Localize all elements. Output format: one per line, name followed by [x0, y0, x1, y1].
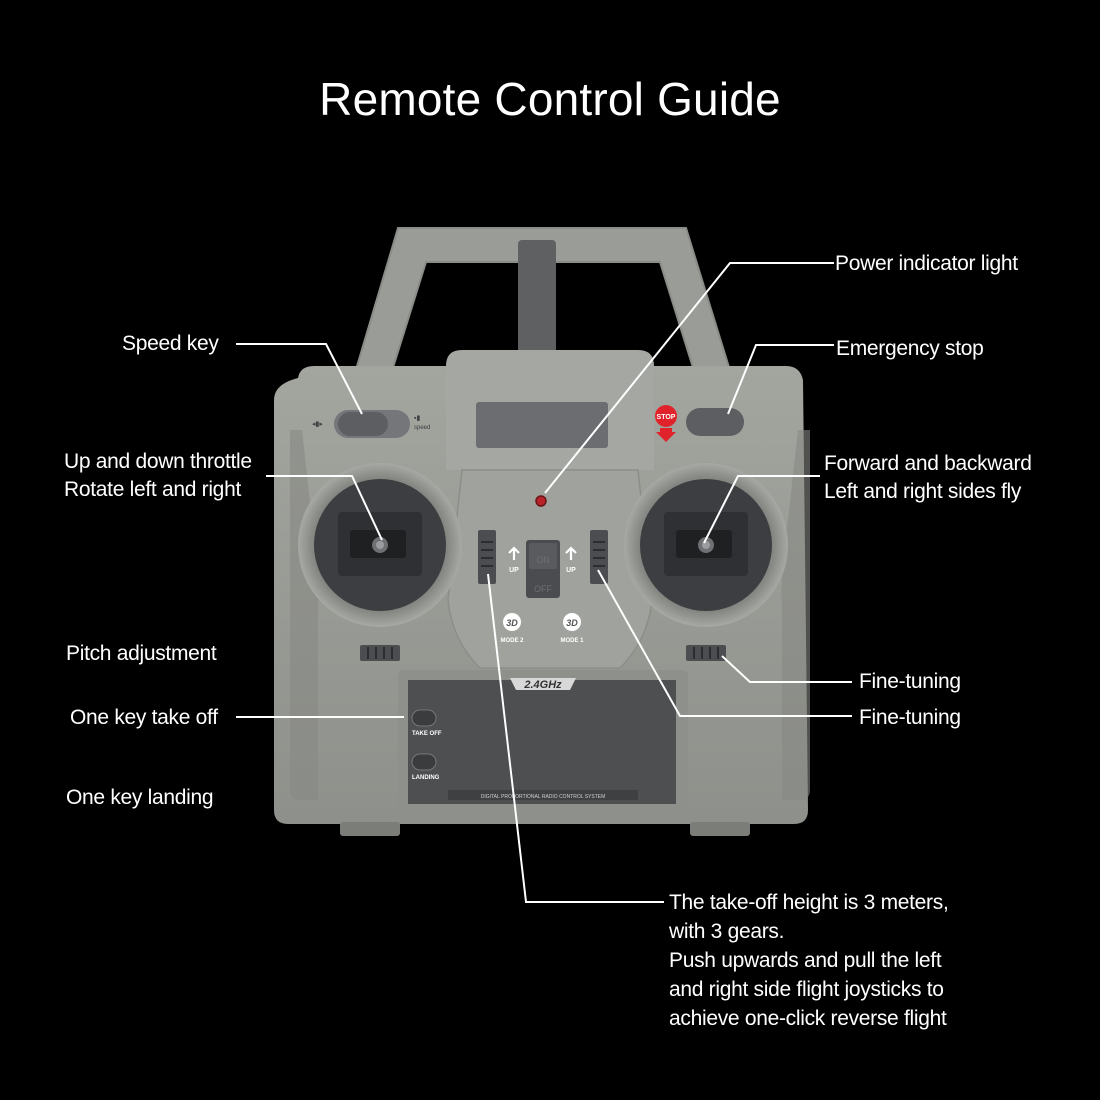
- power-switch[interactable]: ON OFF: [526, 540, 560, 598]
- power-indicator-led: [535, 495, 547, 507]
- mode1-icon-label: 3D: [566, 618, 578, 628]
- label-landing: One key landing: [66, 786, 214, 809]
- band-label: 2.4GHz: [523, 679, 562, 691]
- leader-forward: [703, 475, 820, 544]
- label-fine-tuning-1: Fine-tuning: [859, 670, 961, 693]
- label-pitch: Pitch adjustment: [66, 642, 217, 665]
- emergency-stop[interactable]: STOP: [655, 405, 744, 442]
- label-power-indicator: Power indicator light: [835, 252, 1018, 275]
- leader-take-off-height: [487, 573, 664, 903]
- svg-text:◂▮▸: ◂▮▸: [312, 421, 323, 428]
- label-throttle-1: Up and down throttle: [64, 450, 252, 473]
- up-label-left: UP: [509, 567, 519, 574]
- stop-badge: STOP: [657, 414, 676, 421]
- left-vertical-trim[interactable]: [478, 530, 496, 584]
- landing-button[interactable]: LANDING: [411, 753, 440, 781]
- svg-text:▪▮: ▪▮: [414, 415, 420, 422]
- label-speed-key: Speed key: [122, 332, 219, 355]
- leader-fine-tune-2: [597, 569, 852, 717]
- speed-key-switch[interactable]: ◂▮▸ ▪▮ speed: [312, 410, 430, 438]
- switch-on-label: ON: [536, 555, 550, 565]
- leader-fine-tune-1: [721, 655, 852, 683]
- mode1-badge: 3D MODE 1: [560, 613, 584, 644]
- stop-arrow-icon: [656, 428, 676, 442]
- left-horizontal-trim[interactable]: [360, 645, 400, 661]
- antenna: [518, 240, 556, 358]
- note-line-1: The take-off height is 3 meters,: [669, 891, 949, 914]
- leader-power-indicator: [544, 262, 834, 494]
- note-line-5: achieve one-click reverse flight: [669, 1007, 947, 1030]
- right-horizontal-trim[interactable]: [686, 645, 726, 661]
- right-joystick[interactable]: [624, 463, 788, 627]
- bottom-panel: 2.4GHz DIGITAL PROPORTIONAL RADIO CONTRO…: [398, 670, 688, 812]
- page-title: Remote Control Guide: [319, 73, 781, 125]
- note-line-3: Push upwards and pull the left: [669, 949, 942, 972]
- leader-speed-key: [236, 343, 363, 415]
- switch-off-label: OFF: [534, 584, 552, 594]
- up-arrow-left-icon: [508, 546, 520, 560]
- label-throttle-2: Rotate left and right: [64, 478, 241, 501]
- panel-caption: DIGITAL PROPORTIONAL RADIO CONTROL SYSTE…: [481, 794, 606, 800]
- right-vertical-trim[interactable]: [590, 530, 608, 584]
- speed-small-label: speed: [414, 425, 430, 431]
- mode1-label: MODE 1: [560, 638, 584, 644]
- mode2-label: MODE 2: [500, 638, 524, 644]
- label-take-off: One key take off: [70, 706, 218, 729]
- mode2-badge: 3D MODE 2: [500, 613, 524, 644]
- up-label-right: UP: [566, 567, 576, 574]
- leader-throttle: [266, 475, 383, 541]
- takeoff-small-label: TAKE OFF: [412, 731, 442, 737]
- callout-lines: [236, 262, 852, 903]
- display-window: [476, 402, 608, 448]
- label-fine-tuning-2: Fine-tuning: [859, 706, 961, 729]
- label-forward-2: Left and right sides fly: [824, 480, 1022, 503]
- note-line-4: and right side flight joysticks to: [669, 978, 944, 1001]
- landing-small-label: LANDING: [412, 775, 440, 781]
- note-line-2: with 3 gears.: [669, 920, 785, 943]
- mode2-icon-label: 3D: [506, 618, 518, 628]
- up-arrow-right-icon: [565, 546, 577, 560]
- left-joystick[interactable]: [298, 463, 462, 627]
- label-forward-1: Forward and backward: [824, 452, 1032, 475]
- take-off-height-note: The take-off height is 3 meters, with 3 …: [669, 888, 949, 1033]
- label-emergency-stop: Emergency stop: [836, 337, 984, 360]
- leader-emergency-stop: [727, 344, 834, 415]
- takeoff-button[interactable]: TAKE OFF: [411, 709, 442, 737]
